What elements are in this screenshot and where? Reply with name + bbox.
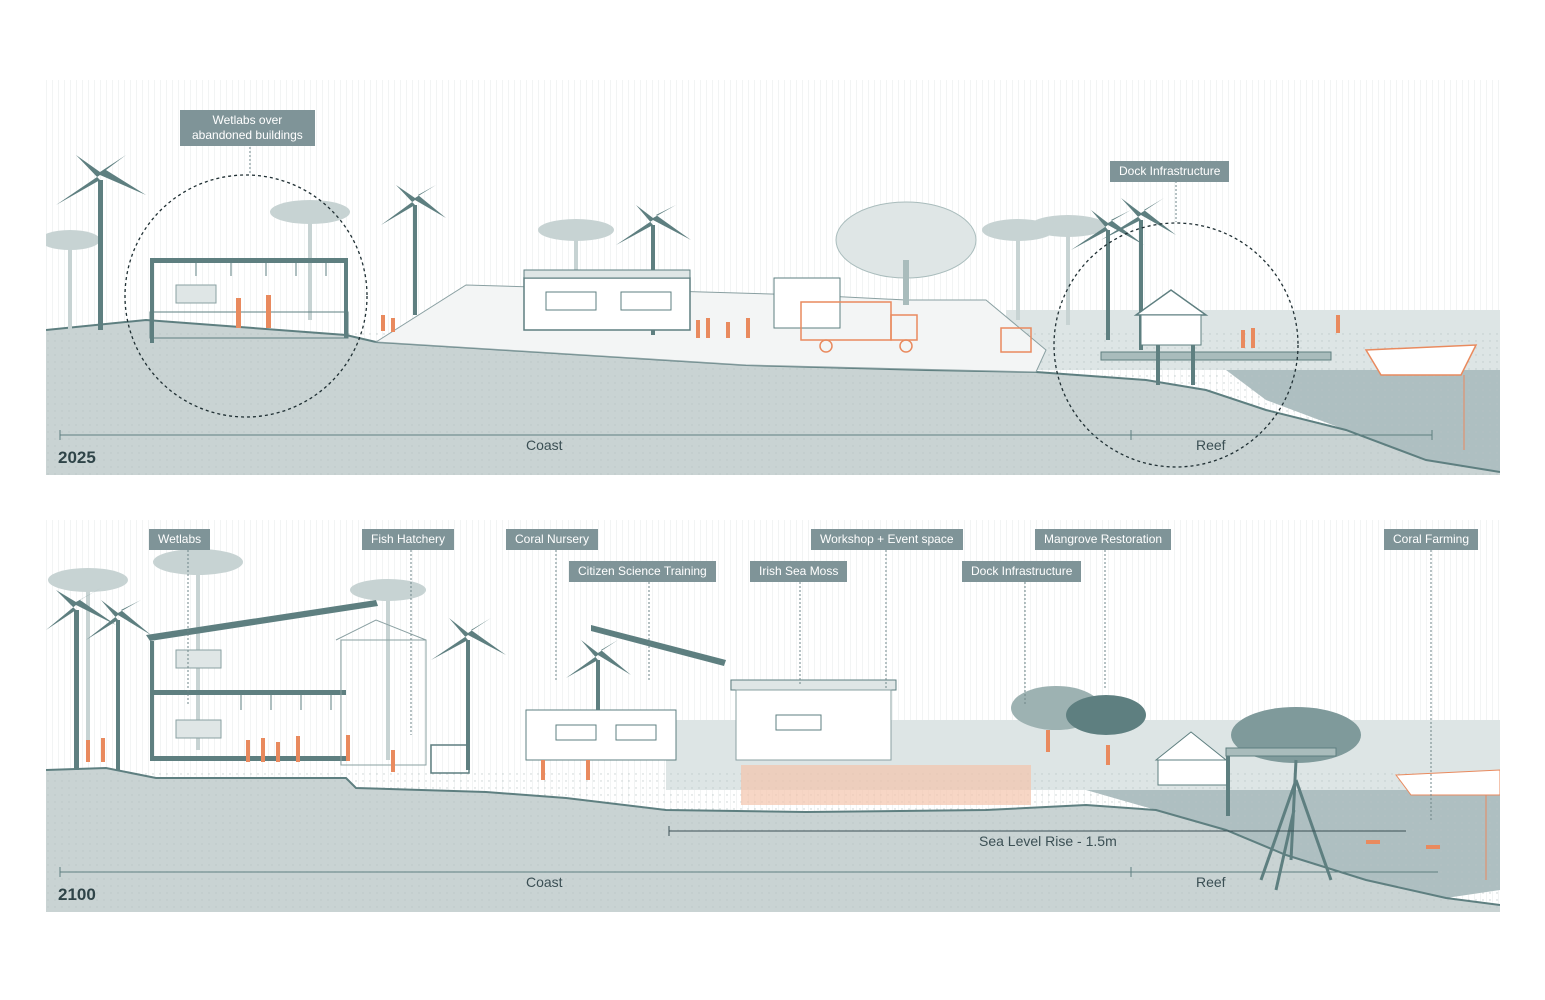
year-label: 2025 bbox=[58, 448, 96, 467]
label-wetlabs-over-abandoned: Wetlabs over abandoned buildings bbox=[180, 110, 315, 146]
label-coral-nursery: Coral Nursery bbox=[506, 529, 599, 550]
people bbox=[86, 730, 1440, 849]
label-mangrove-restoration: Mangrove Restoration bbox=[1035, 529, 1172, 550]
axis-label-coast: Coast bbox=[526, 437, 563, 453]
truck bbox=[800, 301, 918, 353]
label-dock-infrastructure: Dock Infrastructure bbox=[1110, 161, 1230, 182]
axis-label-reef: Reef bbox=[1196, 437, 1226, 453]
label-line-1: Wetlabs over bbox=[212, 113, 283, 127]
palm-trees bbox=[46, 588, 631, 770]
dock-highlight-circle bbox=[1053, 222, 1299, 468]
label-fish-hatchery: Fish Hatchery bbox=[362, 529, 455, 550]
central-building bbox=[523, 269, 841, 331]
fish-hatchery bbox=[335, 619, 427, 766]
label-irish-sea-moss: Irish Sea Moss bbox=[750, 561, 848, 582]
label-citizen-science-training: Citizen Science Training bbox=[569, 561, 716, 582]
wetlab-building bbox=[149, 258, 349, 343]
label-coral-farming: Coral Farming bbox=[1384, 529, 1479, 550]
dock bbox=[1100, 289, 1332, 385]
car bbox=[430, 744, 470, 774]
dock-2100 bbox=[1154, 731, 1337, 816]
axis-label-coast: Coast bbox=[526, 874, 563, 890]
workshop-building bbox=[730, 679, 897, 761]
leader-lines bbox=[187, 550, 1432, 820]
wetlabs-highlight-circle bbox=[124, 174, 368, 418]
citizen-science-building bbox=[525, 625, 726, 761]
terrain-line bbox=[46, 766, 1500, 906]
sea-level-rise-label: Sea Level Rise - 1.5m bbox=[979, 833, 1117, 849]
section-2025-drawing bbox=[46, 80, 1500, 475]
label-line-2: abandoned buildings bbox=[192, 128, 303, 142]
section-2025: Wetlabs over abandoned buildings Dock In… bbox=[46, 80, 1500, 475]
boat bbox=[1364, 344, 1478, 376]
label-wetlabs: Wetlabs bbox=[149, 529, 211, 550]
section-2100-drawing bbox=[46, 520, 1500, 912]
people bbox=[381, 315, 1340, 348]
boat bbox=[1395, 769, 1500, 796]
canopy-tree bbox=[835, 201, 977, 305]
sea-moss-beds bbox=[741, 765, 1031, 805]
palm-trees-background bbox=[46, 200, 1106, 330]
label-dock-infrastructure: Dock Infrastructure bbox=[962, 561, 1082, 582]
year-label: 2100 bbox=[58, 885, 96, 904]
axis-label-reef: Reef bbox=[1196, 874, 1226, 890]
label-workshop-event-space: Workshop + Event space bbox=[811, 529, 963, 550]
car bbox=[1000, 327, 1032, 353]
section-2100: Wetlabs Fish Hatchery Coral Nursery Citi… bbox=[46, 520, 1500, 912]
